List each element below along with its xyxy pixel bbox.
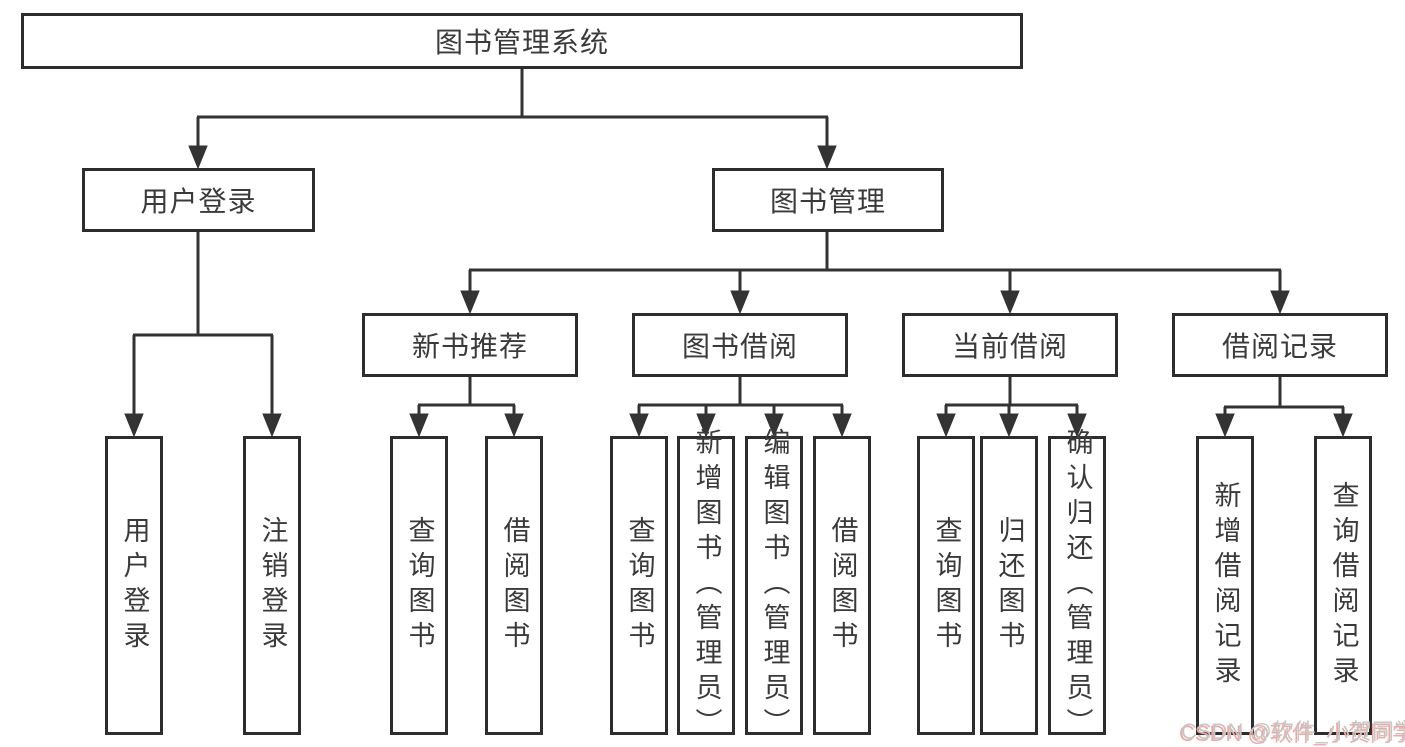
leaf-confirm-return-admin-label: 确认归还（管理员）: [1062, 428, 1093, 743]
leaf-edit-book-admin-label: 编辑图书（管理员）: [759, 428, 790, 743]
leaf-query-book-3: 查询图书: [917, 436, 975, 735]
node-book-borrow: 图书借阅: [632, 313, 848, 377]
leaf-logout-label: 注销登录: [257, 515, 288, 656]
leaf-query-book-3-label: 查询图书: [931, 515, 962, 656]
leaf-query-borrow-record: 查询借阅记录: [1314, 436, 1372, 735]
node-user-login: 用户登录: [82, 168, 315, 232]
leaf-borrow-book-2: 借阅图书: [813, 436, 871, 735]
leaf-return-book-label: 归还图书: [994, 515, 1025, 656]
leaf-borrow-book-2-label: 借阅图书: [827, 515, 858, 656]
node-user-login-label: 用户登录: [140, 186, 257, 217]
leaf-logout: 注销登录: [243, 436, 301, 735]
node-book-management-label: 图书管理: [769, 186, 886, 217]
leaf-return-book: 归还图书: [980, 436, 1038, 735]
leaf-user-login-label: 用户登录: [119, 515, 150, 656]
leaf-query-book-1: 查询图书: [390, 436, 448, 735]
connector-book-mgmt-children: [460, 230, 1290, 315]
node-current-borrow: 当前借阅: [902, 313, 1118, 377]
leaf-add-book-admin-label: 新增图书（管理员）: [691, 428, 722, 743]
leaf-query-borrow-record-label: 查询借阅记录: [1328, 480, 1359, 691]
node-book-borrow-label: 图书借阅: [681, 331, 798, 362]
leaf-add-book-admin: 新增图书（管理员）: [677, 428, 735, 743]
node-new-book-recommend: 新书推荐: [362, 313, 578, 377]
leaf-edit-book-admin: 编辑图书（管理员）: [745, 428, 803, 743]
connector-user-login-children: [124, 230, 282, 438]
leaf-query-book-1-label: 查询图书: [404, 515, 435, 656]
node-library-system-label: 图书管理系统: [434, 27, 609, 58]
leaf-query-book-2-label: 查询图书: [624, 515, 655, 656]
connector-new-book-rec-children: [409, 375, 524, 438]
node-current-borrow-label: 当前借阅: [951, 331, 1068, 362]
connector-current-borrow-children: [936, 375, 1087, 438]
leaf-add-borrow-record-label: 新增借阅记录: [1210, 480, 1241, 691]
leaf-query-book-2: 查询图书: [610, 436, 668, 735]
node-book-management: 图书管理: [712, 168, 944, 232]
leaf-user-login: 用户登录: [105, 436, 163, 735]
leaf-borrow-book-1-label: 借阅图书: [499, 515, 530, 656]
node-library-system: 图书管理系统: [21, 13, 1023, 69]
node-new-book-recommend-label: 新书推荐: [411, 331, 528, 362]
leaf-confirm-return-admin: 确认归还（管理员）: [1048, 428, 1106, 743]
node-borrow-record-label: 借阅记录: [1221, 331, 1338, 362]
connector-book-borrow-children: [629, 375, 852, 438]
leaf-add-borrow-record: 新增借阅记录: [1196, 436, 1254, 735]
connector-root-to-level2: [188, 69, 837, 170]
leaf-borrow-book-1: 借阅图书: [485, 436, 543, 735]
connector-borrow-record-children: [1215, 375, 1353, 438]
node-borrow-record: 借阅记录: [1172, 313, 1388, 377]
csdn-watermark: CSDN @软件_小贺同学: [1181, 719, 1405, 744]
